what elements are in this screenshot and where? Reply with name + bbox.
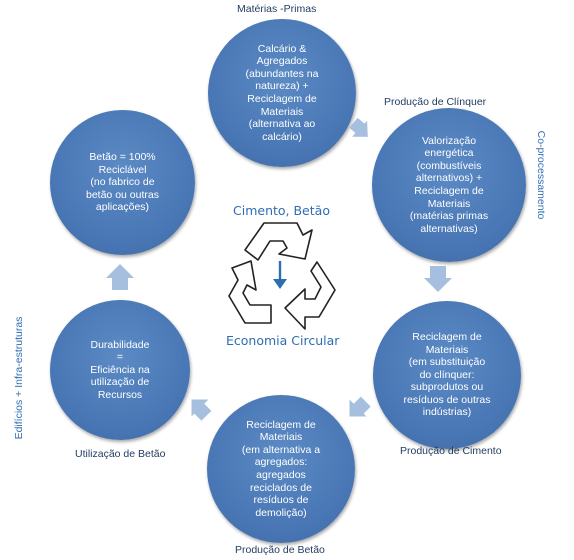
node-raw-materials-text: Calcário & Agregados (abundantes na natu…: [245, 42, 319, 143]
node-cement: Reciclagem de Materiais (em substituição…: [373, 301, 521, 449]
node-clinker: Valorização energética (combustíveis alt…: [372, 108, 526, 262]
flow-arrow-clinker-to-cement: [424, 266, 452, 292]
recycle-icon: [228, 222, 336, 330]
stage-label-cement: Produção de Cimento: [400, 445, 502, 457]
flow-arrow-cement-to-concrete: [349, 396, 371, 417]
node-concrete: Reciclagem de Materiais (em alternativa …: [207, 395, 355, 543]
stage-label-use: Utilização de Betão: [75, 448, 166, 460]
stage-label-concrete: Produção de Betão: [235, 544, 325, 556]
node-cement-text: Reciclagem de Materiais (em substituição…: [403, 330, 491, 419]
center-title: Cimento, Betão: [233, 203, 330, 218]
node-use: Durabilidade = Eficiência na utilização …: [50, 300, 190, 440]
stage-label-clinker: Produção de Clínquer: [384, 96, 487, 108]
node-concrete-text: Reciclagem de Materiais (em alternativa …: [241, 418, 321, 519]
side-label-co-processing: Co-processamento: [535, 130, 547, 220]
flow-arrow-concrete-to-use: [191, 399, 212, 421]
stage-label-raw-materials: Matérias -Primas: [237, 3, 317, 15]
node-end-of-life-text: Betão = 100% Reciclável (no fabrico de b…: [86, 151, 159, 214]
flow-arrow-use-to-end-of-life: [106, 264, 134, 290]
flow-arrow-raw-to-clinker: [349, 117, 368, 137]
side-label-buildings: Edifícios + Infra-estruturas: [13, 316, 25, 440]
node-use-text: Durabilidade = Eficiência na utilização …: [90, 338, 150, 401]
node-clinker-text: Valorização energética (combustíveis alt…: [409, 134, 489, 235]
node-end-of-life: Betão = 100% Reciclável (no fabrico de b…: [50, 110, 195, 255]
center-subtitle: Economia Circular: [226, 333, 340, 348]
node-raw-materials: Calcário & Agregados (abundantes na natu…: [208, 19, 356, 167]
